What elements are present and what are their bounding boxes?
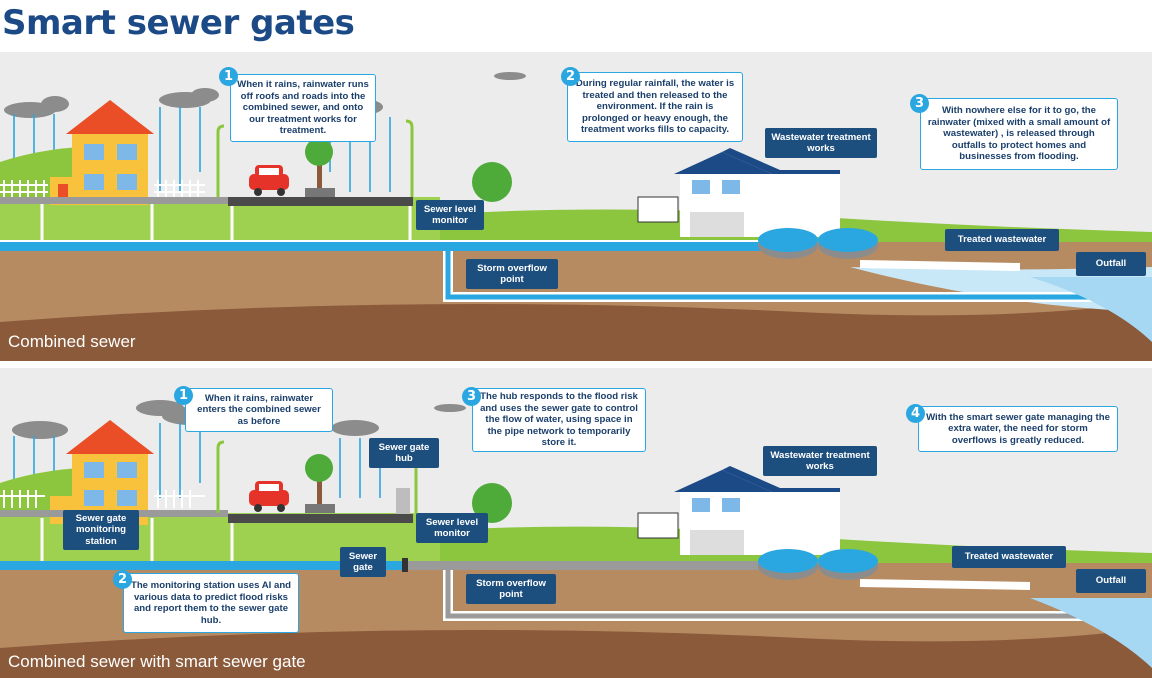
- tag-wastewater-treatment-works: Wastewater treatment works: [763, 446, 877, 476]
- tag-sewer-gate-hub: Sewer gate hub: [369, 438, 439, 468]
- tag-outfall: Outfall: [1076, 252, 1146, 276]
- step-number-1: 1: [174, 386, 193, 405]
- callout-2: During regular rainfall, the water is tr…: [567, 72, 743, 142]
- tag-sewer-level-monitor: Sewer level monitor: [416, 513, 488, 543]
- step-number-1: 1: [219, 67, 238, 86]
- sewer-gate-hub-box: [396, 488, 410, 514]
- panel-label: Combined sewer with smart sewer gate: [8, 652, 306, 671]
- treatment-works: [637, 148, 878, 259]
- callout-4: With the smart sewer gate managing the e…: [918, 406, 1118, 452]
- callout-2: The monitoring station uses AI and vario…: [123, 573, 299, 633]
- tree: [305, 138, 335, 197]
- sewer-pipe: [0, 242, 760, 251]
- step-number-2: 2: [113, 570, 132, 589]
- tag-sewer-gate: Sewer gate: [340, 547, 386, 577]
- callout-3: With nowhere else for it to go, the rain…: [920, 98, 1118, 170]
- river: [1030, 277, 1152, 342]
- page-title: Smart sewer gates: [2, 3, 355, 43]
- tag-storm-overflow-point: Storm overflow point: [466, 259, 558, 289]
- callout-1: When it rains, rainwater runs off roofs …: [230, 74, 376, 142]
- step-number-3: 3: [462, 387, 481, 406]
- tag-sewer-level-monitor: Sewer level monitor: [416, 200, 484, 230]
- tag-sewer-gate-monitoring-station: Sewer gate monitoring station: [63, 510, 139, 550]
- panel-combined-sewer: Combined sewer When it rains, rainwater …: [0, 52, 1152, 361]
- callout-1: When it rains, rainwater enters the comb…: [185, 388, 333, 432]
- tag-treated-wastewater: Treated wastewater: [945, 229, 1059, 251]
- house: [50, 100, 154, 205]
- tag-storm-overflow-point: Storm overflow point: [466, 574, 556, 604]
- step-number-2: 2: [561, 67, 580, 86]
- sewer-gate-block: [402, 558, 408, 572]
- callout-3: The hub responds to the flood risk and u…: [472, 388, 646, 452]
- panel-label: Combined sewer: [8, 332, 136, 351]
- car: [249, 165, 289, 196]
- fence: [0, 180, 205, 197]
- panel-smart-sewer-gate: Combined sewer with smart sewer gate Whe…: [0, 368, 1152, 678]
- tag-outfall: Outfall: [1076, 569, 1146, 593]
- deep-soil: [0, 302, 1152, 361]
- tag-wastewater-treatment-works: Wastewater treatment works: [765, 128, 877, 158]
- step-number-4: 4: [906, 404, 925, 423]
- tag-treated-wastewater: Treated wastewater: [952, 546, 1066, 568]
- step-number-3: 3: [910, 94, 929, 113]
- road: [228, 197, 413, 206]
